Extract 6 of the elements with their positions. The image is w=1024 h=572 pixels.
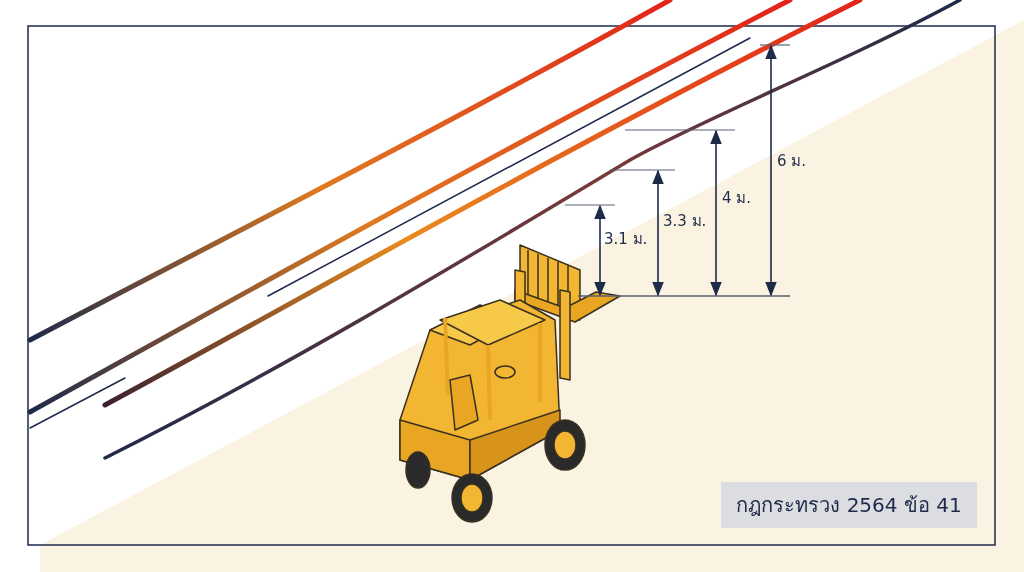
dimension-label: 4 ม.: [722, 191, 752, 206]
dimension-label: 6 ม.: [777, 154, 807, 169]
caption-box: [721, 482, 977, 528]
dimension-label: 3.3 ม.: [663, 214, 707, 229]
regulation-text: กฎกระทรวง 2564 ข้อ 41: [736, 492, 962, 519]
dimension-label: 3.1 ม.: [604, 232, 648, 247]
